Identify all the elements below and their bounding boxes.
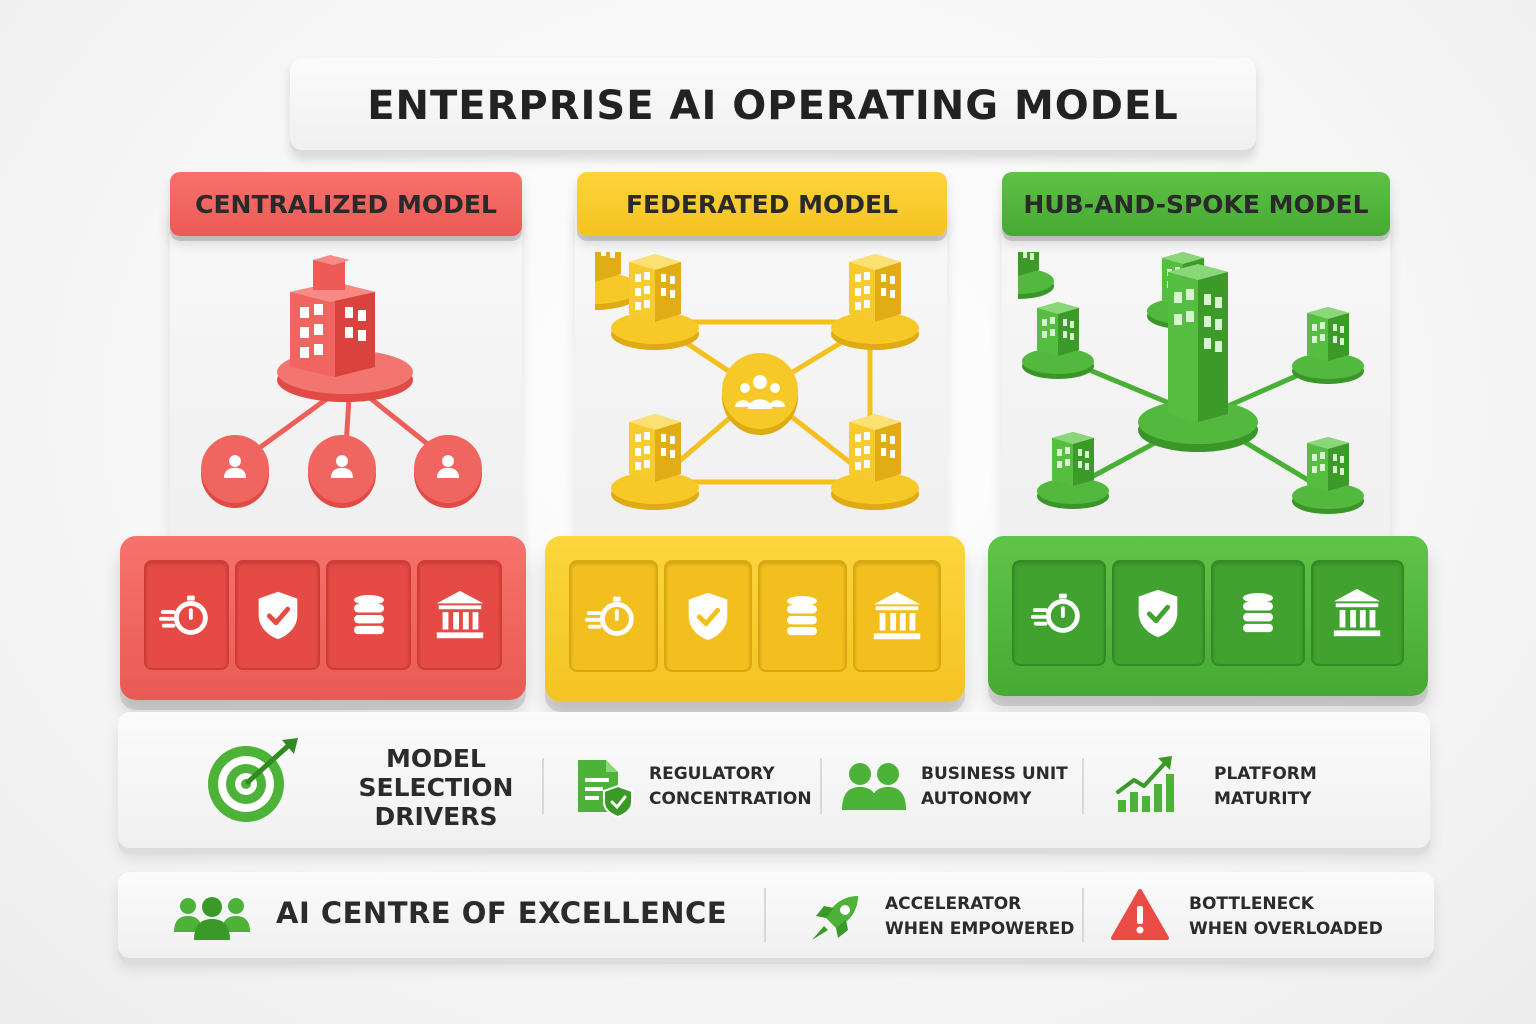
drivers-heading-line: DRIVERS — [374, 802, 498, 831]
office-building-icon — [831, 254, 919, 350]
federated-network-diagram — [595, 252, 919, 510]
community-hub-icon — [722, 353, 798, 435]
driver-regulatory: REGULATORY CONCENTRATION — [649, 762, 812, 812]
driver-business-unit: BUSINESS UNIT AUTONOMY — [921, 762, 1068, 812]
stopwatch-tile — [569, 560, 658, 672]
database-icon — [777, 591, 827, 641]
spoke-building-icon — [1022, 302, 1094, 379]
driver-line: BUSINESS UNIT — [921, 764, 1068, 784]
shield-tile — [1111, 560, 1205, 666]
centralized-capability-tray — [120, 536, 526, 700]
target-icon — [208, 738, 298, 822]
stopwatch-icon — [584, 587, 642, 645]
divider — [542, 758, 544, 814]
ai-coe-band: AI CENTRE OF EXCELLENCE ACCELERATOR WHEN… — [118, 872, 1434, 958]
coe-bottleneck: BOTTLENECK WHEN OVERLOADED — [1189, 892, 1383, 942]
user-node-icon — [308, 435, 376, 508]
hub-and-spoke-header: HUB-AND-SPOKE MODEL — [1002, 172, 1390, 236]
stopwatch-icon — [158, 586, 216, 644]
stopwatch-tile — [1012, 560, 1106, 666]
federated-header: FEDERATED MODEL — [577, 172, 947, 236]
database-tile — [758, 560, 847, 672]
stopwatch-tile — [144, 560, 229, 670]
centralized-header: CENTRALIZED MODEL — [170, 172, 522, 236]
team-icon — [174, 897, 250, 940]
coe-line: WHEN OVERLOADED — [1189, 919, 1383, 939]
driver-platform: PLATFORM MATURITY — [1214, 762, 1317, 812]
coe-line: WHEN EMPOWERED — [885, 919, 1075, 939]
office-building-icon — [611, 414, 699, 510]
driver-line: CONCENTRATION — [649, 789, 812, 809]
driver-line: REGULATORY — [649, 764, 775, 784]
bank-icon — [1328, 584, 1386, 642]
divider — [1082, 758, 1084, 814]
centralized-org-diagram — [201, 255, 482, 508]
driver-line: AUTONOMY — [921, 789, 1032, 809]
hub-building-icon — [1138, 264, 1258, 452]
warning-icon — [1111, 889, 1169, 940]
office-building-icon — [831, 414, 919, 510]
page-title: ENTERPRISE AI OPERATING MODEL — [367, 83, 1179, 129]
bank-tile — [417, 560, 502, 670]
coe-line: BOTTLENECK — [1189, 894, 1314, 914]
shield-check-icon — [249, 586, 307, 644]
federated-label: FEDERATED MODEL — [625, 189, 899, 219]
spoke-building-icon — [1037, 432, 1109, 509]
divider — [820, 758, 822, 814]
shield-tile — [235, 560, 320, 670]
database-icon — [1233, 588, 1283, 638]
divider — [764, 888, 766, 942]
coe-label: AI CENTRE OF EXCELLENCE — [276, 896, 728, 930]
coe-accelerator: ACCELERATOR WHEN EMPOWERED — [885, 892, 1074, 942]
driver-line: MATURITY — [1214, 789, 1312, 809]
user-node-icon — [414, 435, 482, 508]
headquarters-building-icon — [290, 255, 375, 377]
hub-and-spoke-network-diagram — [1018, 252, 1364, 514]
divider — [1082, 888, 1084, 942]
hub-and-spoke-capability-tray — [988, 536, 1428, 696]
drivers-heading-line: MODEL — [386, 744, 486, 773]
coe-line: ACCELERATOR — [885, 894, 1022, 914]
database-icon — [344, 590, 394, 640]
people-icon — [842, 763, 906, 810]
document-shield-icon — [578, 760, 633, 818]
model-selection-drivers-band: MODEL SELECTION DRIVERS REGULATORY CONCE… — [118, 712, 1430, 848]
bank-tile — [1310, 560, 1404, 666]
federated-capability-tray — [545, 536, 965, 702]
shield-check-icon — [1129, 584, 1187, 642]
bank-icon — [431, 586, 489, 644]
spoke-building-icon — [1292, 307, 1364, 384]
drivers-heading: MODEL SELECTION DRIVERS — [348, 744, 524, 831]
rocket-icon — [812, 896, 858, 940]
user-node-icon — [201, 435, 269, 508]
growth-chart-icon — [1116, 756, 1174, 812]
centralized-label: CENTRALIZED MODEL — [195, 189, 497, 219]
stopwatch-icon — [1030, 584, 1088, 642]
hub-and-spoke-label: HUB-AND-SPOKE MODEL — [1023, 189, 1369, 219]
database-tile — [1211, 560, 1305, 666]
title-banner: ENTERPRISE AI OPERATING MODEL — [290, 58, 1256, 154]
database-tile — [326, 560, 411, 670]
shield-check-icon — [679, 587, 737, 645]
driver-line: PLATFORM — [1214, 764, 1317, 784]
drivers-heading-line: SELECTION — [358, 773, 514, 802]
shield-tile — [663, 560, 752, 672]
bank-icon — [868, 587, 926, 645]
bank-tile — [852, 560, 941, 672]
